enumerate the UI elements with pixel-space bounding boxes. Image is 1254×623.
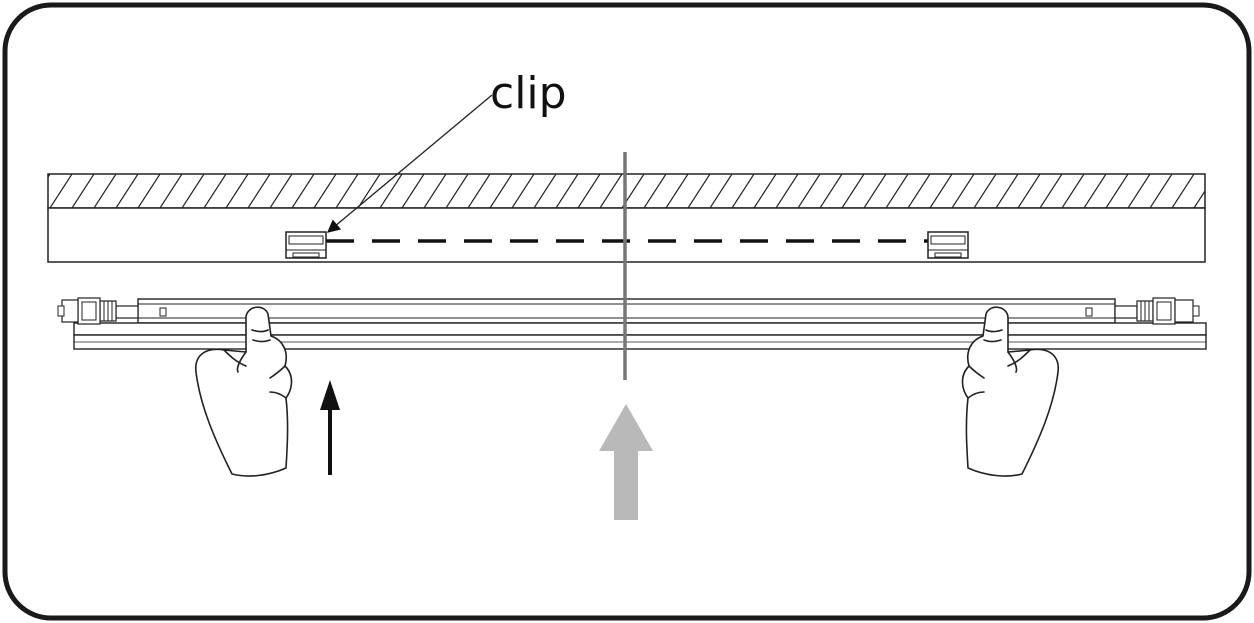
clip-icon bbox=[285, 231, 327, 259]
light-bar bbox=[73, 298, 1207, 350]
lift-arrow-icon bbox=[599, 404, 653, 520]
clip-callout-leader bbox=[327, 94, 493, 233]
hand-icon bbox=[961, 306, 1059, 477]
hand-icon bbox=[195, 306, 293, 477]
up-arrow-icon bbox=[320, 380, 340, 475]
connector-icon bbox=[57, 297, 139, 325]
clip-callout-label: clip bbox=[490, 68, 567, 119]
clip-icon bbox=[927, 231, 969, 259]
clip-right bbox=[927, 231, 969, 259]
clip-left bbox=[285, 231, 327, 259]
connector-icon bbox=[1114, 297, 1200, 325]
